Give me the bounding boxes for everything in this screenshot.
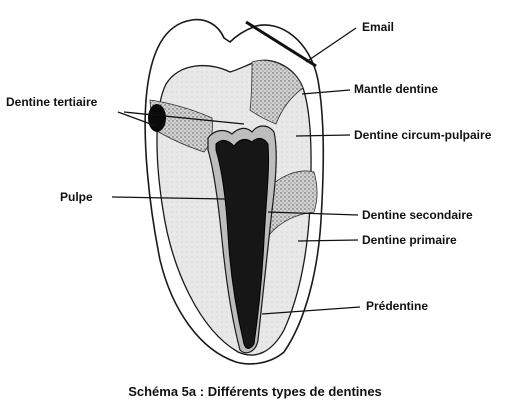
- leader-secondaire: [267, 211, 359, 216]
- label-dentine-primaire: Dentine primaire: [362, 233, 457, 247]
- leader-lines: [111, 27, 361, 315]
- leader-tertiaire-a: [117, 111, 157, 127]
- label-pulpe: Pulpe: [60, 190, 93, 204]
- figure-caption: Schéma 5a : Différents types de dentines: [128, 384, 382, 399]
- leader-primaire: [297, 239, 359, 242]
- pulp-chamber: [215, 137, 270, 349]
- leader-mantle-dentine: [301, 89, 351, 95]
- label-predentine: Prédentine: [366, 299, 428, 313]
- leader-pulpe: [111, 196, 227, 200]
- label-mantle-dentine: Mantle dentine: [354, 82, 438, 96]
- mantle-dentine-region: [249, 59, 304, 125]
- leader-tertiaire-b: [123, 111, 245, 125]
- label-dentine-secondaire: Dentine secondaire: [362, 208, 473, 222]
- label-dentine-circum-pulpaire: Dentine circum-pulpaire: [354, 128, 492, 142]
- label-email: Email: [362, 20, 394, 34]
- dentine-tertiaire-spot: [148, 104, 166, 132]
- leader-email: [305, 27, 357, 63]
- leader-predentine: [261, 306, 361, 315]
- label-dentine-tertiaire: Dentine tertiaire: [6, 95, 98, 109]
- leader-circum-pulpaire: [295, 134, 351, 137]
- email-hatch: [245, 20, 317, 68]
